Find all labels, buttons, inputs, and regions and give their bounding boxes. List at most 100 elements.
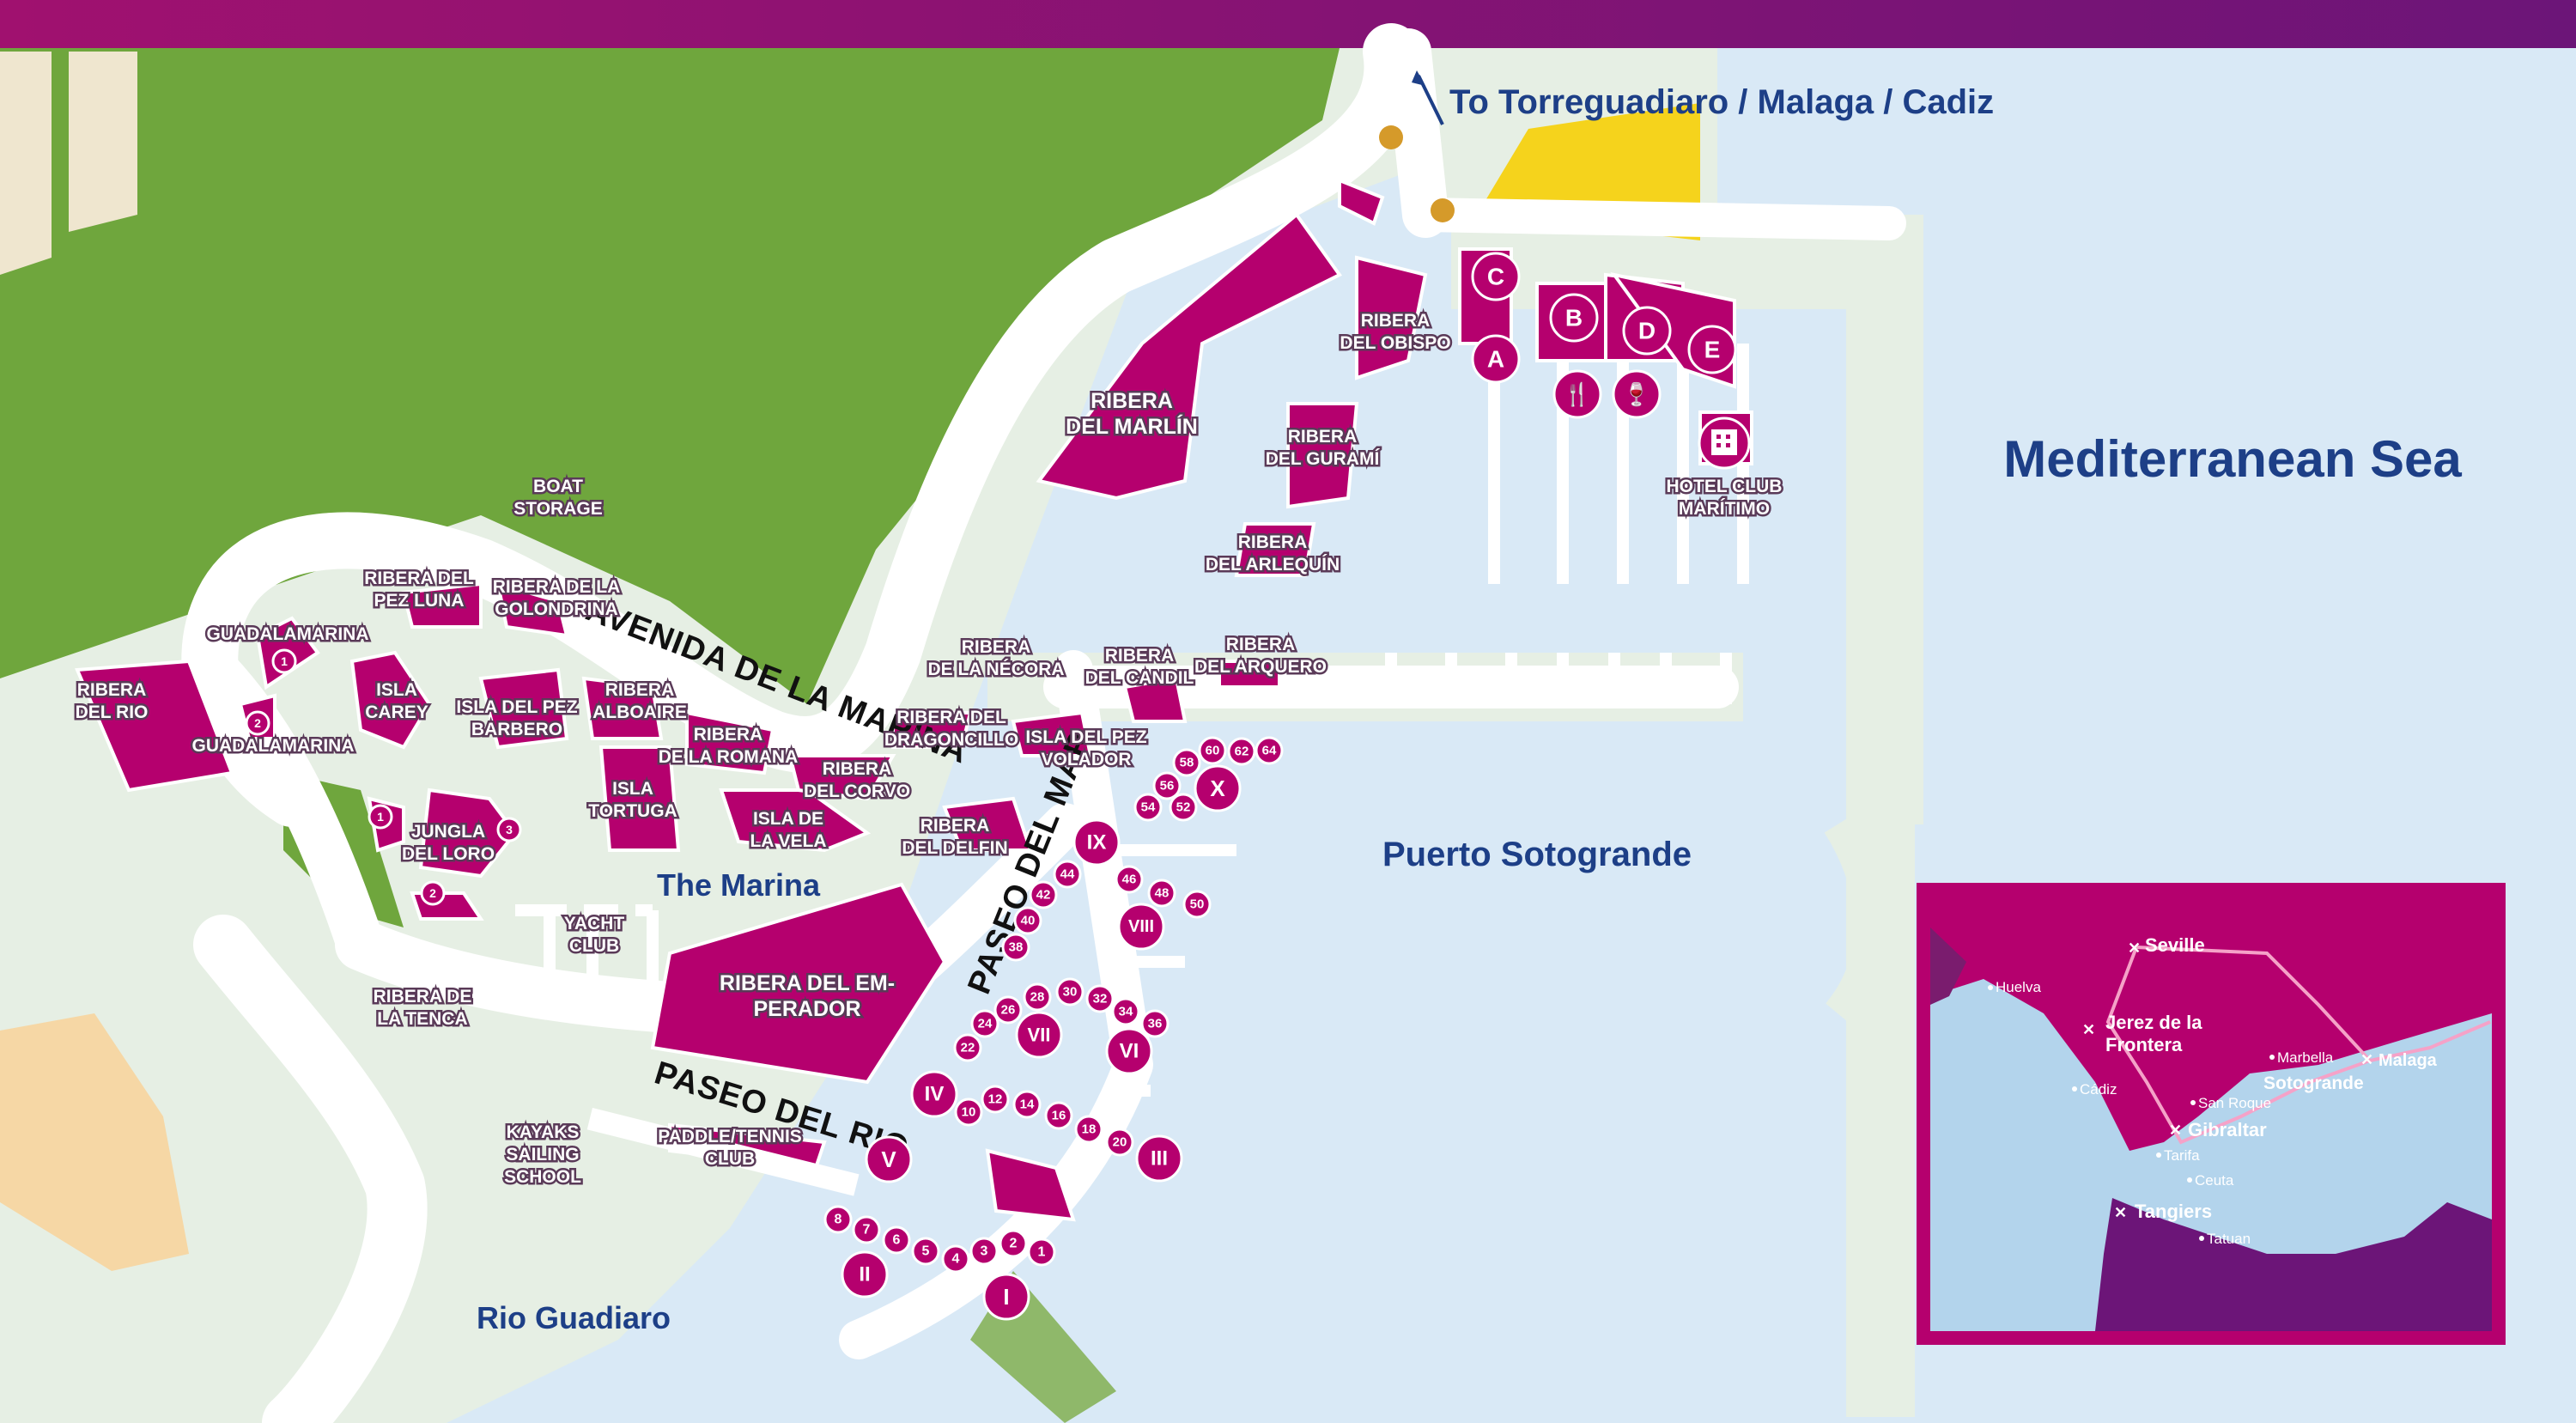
svg-text:52: 52 [1176, 800, 1191, 815]
piers [1108, 344, 1749, 1097]
svg-text:✕: ✕ [2169, 1122, 2182, 1139]
inset-seville: Seville [2145, 934, 2205, 956]
badge-number: 18 [1074, 1115, 1103, 1144]
badge-number: 26 [993, 995, 1023, 1025]
residential-left [0, 1013, 189, 1271]
svg-text:24: 24 [978, 1017, 993, 1031]
svg-text:✕: ✕ [2082, 1021, 2095, 1038]
svg-text:🍷: 🍷 [1623, 381, 1650, 407]
badge-small: 1 [271, 648, 297, 674]
svg-text:B: B [1565, 305, 1583, 331]
badge-number: 16 [1044, 1101, 1073, 1130]
inset-jerez-2: Frontera [2105, 1034, 2183, 1055]
svg-text:26: 26 [1001, 1003, 1016, 1018]
svg-text:34: 34 [1119, 1005, 1133, 1019]
badge-number: 4 [941, 1244, 970, 1274]
svg-text:8: 8 [835, 1213, 842, 1227]
badge-small: 2 [420, 880, 446, 906]
inset-tatuan: Tatuan [2207, 1231, 2251, 1247]
arrowhead [1412, 70, 1425, 86]
hotel-icon [1698, 417, 1751, 470]
inset-jerez-1: Jerez de la [2105, 1012, 2202, 1033]
svg-text:1: 1 [281, 654, 288, 668]
badge-number: 48 [1147, 879, 1176, 908]
badge-number: 38 [1001, 933, 1030, 962]
badge-roman: III [1135, 1134, 1183, 1183]
svg-text:36: 36 [1148, 1017, 1163, 1031]
inset-marbella: Marbella [2277, 1049, 2334, 1066]
svg-text:V: V [881, 1146, 896, 1172]
badge-number: 7 [852, 1215, 881, 1244]
svg-text:22: 22 [961, 1041, 975, 1055]
svg-text:✕: ✕ [2360, 1051, 2373, 1068]
svg-text:VII: VII [1028, 1025, 1051, 1046]
emperador-label: RIBERA DEL EM-PERADOR [720, 971, 895, 1021]
svg-text:C: C [1487, 264, 1504, 290]
restaurant-icon: 🍴 [1552, 369, 1602, 419]
svg-text:60: 60 [1206, 744, 1220, 758]
badge-number: 24 [970, 1009, 999, 1038]
svg-text:I: I [1003, 1284, 1009, 1310]
guadalamarina-2-label: GUADALAMARINA [192, 736, 355, 756]
svg-text:40: 40 [1021, 914, 1036, 928]
badge-number: 8 [823, 1205, 853, 1234]
badge-number: 52 [1169, 793, 1198, 822]
letter-badges: C B A D E [1471, 252, 1737, 384]
inset-sotogrande: Sotogrande [2263, 1073, 2364, 1093]
svg-text:✕: ✕ [2114, 1204, 2127, 1221]
svg-text:III: III [1151, 1147, 1168, 1171]
svg-text:5: 5 [922, 1244, 930, 1259]
badge-roman: VI [1105, 1027, 1153, 1075]
badge-number: 5 [911, 1237, 940, 1266]
svg-text:3: 3 [506, 823, 513, 836]
badge-number: 10 [954, 1098, 983, 1127]
inset-map: Seville Jerez de la Frontera Malaga Soto… [1917, 883, 2506, 1345]
svg-text:16: 16 [1052, 1109, 1066, 1123]
badge-number: 2 [999, 1229, 1028, 1258]
river-label: Rio Guadiaro [477, 1300, 671, 1335]
badge-number: 20 [1105, 1128, 1134, 1157]
badge-letter: B [1549, 293, 1599, 343]
badge-number: 34 [1111, 997, 1140, 1026]
svg-text:2: 2 [1010, 1237, 1018, 1251]
svg-text:56: 56 [1160, 779, 1175, 794]
svg-text:VIII: VIII [1128, 917, 1154, 936]
svg-text:7: 7 [863, 1223, 871, 1238]
svg-text:46: 46 [1122, 873, 1137, 887]
svg-text:64: 64 [1262, 744, 1277, 758]
number-badges: 1 2 3 4 5 6 7 8 10 12 14 16 18 20 22 24 … [823, 736, 1284, 1274]
svg-text:2: 2 [254, 716, 261, 730]
badge-number: 3 [969, 1237, 999, 1266]
badge-letter: D [1622, 306, 1672, 356]
svg-text:A: A [1487, 346, 1504, 373]
svg-text:E: E [1704, 337, 1721, 363]
badge-number: 50 [1182, 890, 1212, 919]
inset-routes [2105, 946, 2491, 1145]
guadalamarina-1-label: GUADALAMARINA [207, 624, 369, 644]
destination-label: To Torreguadiaro / Malaga / Cadiz [1449, 83, 1994, 121]
badge-number: 44 [1053, 860, 1082, 889]
svg-text:1: 1 [1038, 1245, 1046, 1260]
svg-text:✕: ✕ [2128, 940, 2141, 957]
badge-small: 2 [245, 710, 270, 736]
badge-number: 58 [1172, 748, 1201, 777]
svg-text:30: 30 [1063, 985, 1078, 1000]
svg-text:12: 12 [988, 1092, 1003, 1107]
svg-text:10: 10 [962, 1105, 976, 1120]
